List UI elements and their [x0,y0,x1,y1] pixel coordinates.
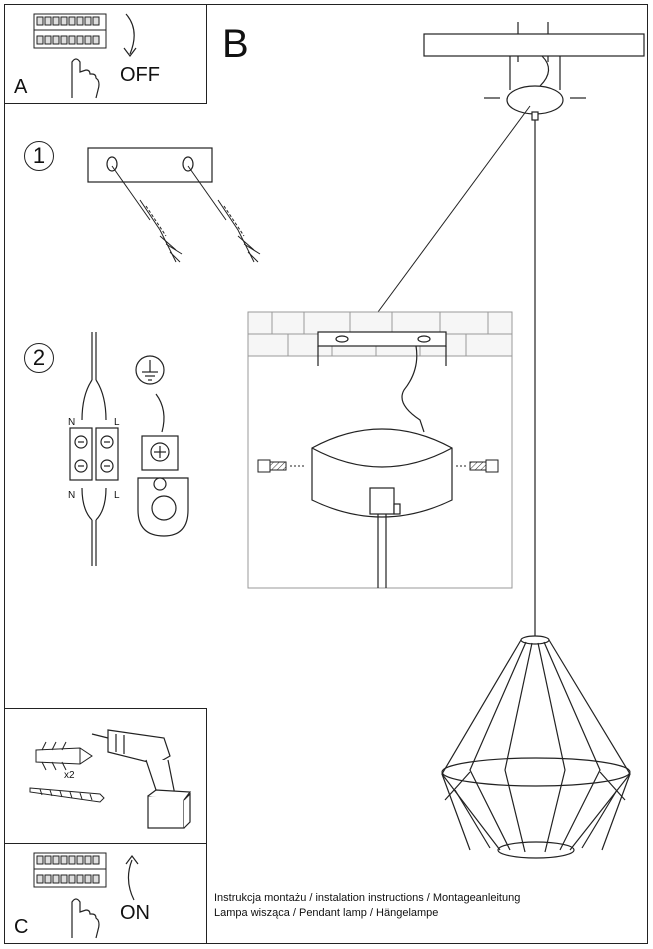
lamp-cage-shade [441,635,631,859]
off-label: OFF [120,64,160,86]
caption-line-1: Instrukcja montażu / instalation instruc… [214,892,521,904]
detail-screw-left [257,459,304,473]
wall-plug-icon [35,741,93,771]
drill-icon [91,729,192,829]
detail-bracket [317,331,447,433]
panel-b-letter: B [222,22,249,66]
mounting-plate [87,147,213,183]
live-label-top: L [114,417,120,428]
step-2-badge: 2 [24,343,54,373]
detail-screw-right [456,459,499,473]
panel-c-letter: C [14,916,29,938]
hand-icon [71,58,100,99]
screw-anchor-right [187,165,261,263]
live-label-bottom: L [114,490,120,501]
earth-terminal [137,435,189,537]
wire-terminal-block [69,332,119,566]
on-label: ON [120,902,150,924]
ceiling-rail [423,22,645,62]
ceiling-bracket [484,55,586,121]
detail-callout-line [377,105,531,313]
earth-symbol-icon [135,355,165,433]
page-frame [4,4,648,944]
neutral-label-top: N [68,417,76,428]
panel-a-letter: A [14,76,28,98]
caption-line-2: Lampa wisząca / Pendant lamp / Hängelamp… [214,907,439,919]
step-1-badge: 1 [24,141,54,171]
hand-icon-c [71,898,100,939]
breaker-panel-icon [33,13,107,49]
neutral-label-bottom: N [68,490,76,501]
screw-icon [29,787,105,803]
arrow-up-icon [125,855,139,901]
breaker-panel-icon-c [33,852,107,888]
screw-anchor-left [111,165,183,263]
arrow-down-icon [123,13,137,57]
quantity-label: x2 [64,770,75,781]
detail-canopy [311,428,453,588]
